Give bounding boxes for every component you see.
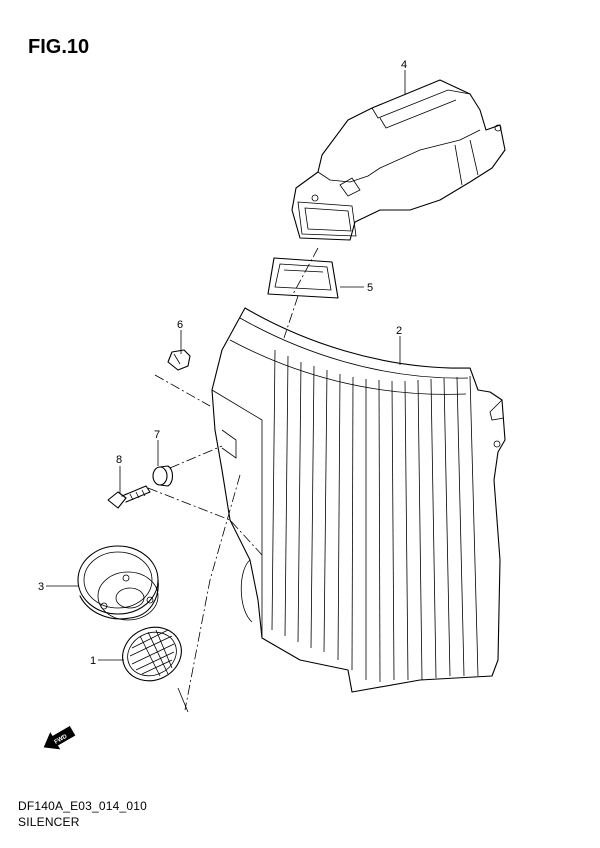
part-3-cap — [77, 545, 159, 621]
assembly-lines — [147, 247, 319, 713]
callout-4: 4 — [401, 59, 407, 71]
callout-8: 8 — [116, 454, 122, 466]
part-5-seal — [267, 257, 339, 299]
part-6-clip — [167, 349, 191, 371]
figure-title: FIG.10 — [28, 36, 90, 58]
callout-2: 2 — [396, 325, 402, 337]
callout-6: 6 — [177, 319, 183, 331]
part-name: SILENCER — [18, 815, 80, 829]
callout-5: 5 — [367, 282, 373, 294]
part-7-cushion — [152, 465, 174, 487]
fwd-arrow-icon: FWD — [43, 725, 76, 750]
part-4-intake-duct — [291, 79, 506, 241]
callout-7: 7 — [154, 429, 160, 441]
part-2-silencer-case — [211, 307, 506, 693]
model-code: DF140A_E03_014_010 — [18, 799, 148, 813]
case-ribs — [271, 349, 479, 683]
callout-1: 1 — [90, 655, 96, 667]
callout-3: 3 — [38, 581, 44, 593]
leader-lines — [46, 70, 406, 661]
part-1-screen — [122, 626, 182, 682]
part-8-bolt — [107, 485, 151, 509]
